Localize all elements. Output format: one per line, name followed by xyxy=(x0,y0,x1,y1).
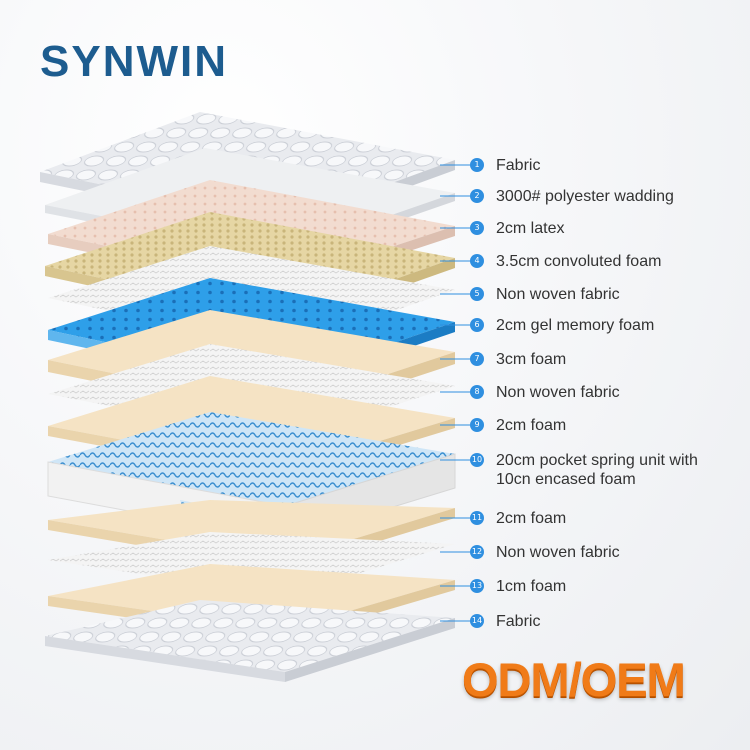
callout-number: 1 xyxy=(470,158,484,172)
callout-number: 5 xyxy=(470,287,484,301)
callout-number: 11 xyxy=(470,511,484,525)
callout-label: Fabric xyxy=(496,613,541,630)
callout-number: 6 xyxy=(470,318,484,332)
callout-number: 9 xyxy=(470,418,484,432)
callout-label: Non woven fabric xyxy=(496,286,620,303)
callout-layer-2: 2 3000# polyester wadding xyxy=(470,187,730,207)
callout-label: 20cm pocket spring unit with 10cn encase… xyxy=(496,452,698,488)
callout-layer-7: 7 3cm foam xyxy=(470,350,730,370)
callout-layer-9: 9 2cm foam xyxy=(470,416,730,436)
callout-leader-lines xyxy=(440,164,472,622)
callout-label: 2cm foam xyxy=(496,417,567,434)
callout-number: 8 xyxy=(470,385,484,399)
callout-layer-14: 14 Fabric xyxy=(470,612,730,632)
brand-logo: SYNWIN xyxy=(40,40,228,84)
callout-layer-3: 3 2cm latex xyxy=(470,219,730,239)
callout-layer-12: 12 Non woven fabric xyxy=(470,543,730,563)
callout-label: Non woven fabric xyxy=(496,384,620,401)
odm-oem-badge: ODM/OEM xyxy=(462,653,686,706)
callout-label: 2cm latex xyxy=(496,220,565,237)
callout-layer-6: 6 2cm gel memory foam xyxy=(470,316,730,336)
callout-layer-13: 13 1cm foam xyxy=(470,577,730,597)
callout-label: Non woven fabric xyxy=(496,544,620,561)
callout-number: 2 xyxy=(470,189,484,203)
layer-fabric-bottom xyxy=(45,600,455,682)
callout-layer-10: 10 20cm pocket spring unit with 10cn enc… xyxy=(470,451,730,491)
callout-layer-11: 11 2cm foam xyxy=(470,509,730,529)
brand-logo-text: SYNWIN xyxy=(40,37,228,86)
callout-label: 3cm foam xyxy=(496,351,567,368)
callout-layer-8: 8 Non woven fabric xyxy=(470,383,730,403)
callout-number: 3 xyxy=(470,221,484,235)
callout-number: 4 xyxy=(470,254,484,268)
callout-number: 14 xyxy=(470,614,484,628)
callout-layer-4: 4 3.5cm convoluted foam xyxy=(470,252,730,272)
callout-label: Fabric xyxy=(496,157,541,174)
callout-label: 2cm foam xyxy=(496,510,567,527)
callout-layer-5: 5 Non woven fabric xyxy=(470,285,730,305)
callout-number: 13 xyxy=(470,579,484,593)
callout-label: 3.5cm convoluted foam xyxy=(496,253,662,270)
callout-label: 1cm foam xyxy=(496,578,567,595)
callout-label: 2cm gel memory foam xyxy=(496,317,655,334)
callout-label: 3000# polyester wadding xyxy=(496,188,674,205)
callout-number: 10 xyxy=(470,453,484,467)
callout-layer-1: 1 Fabric xyxy=(470,156,730,176)
callout-number: 7 xyxy=(470,352,484,366)
callout-number: 12 xyxy=(470,545,484,559)
layer-non-woven-3 xyxy=(48,532,455,596)
